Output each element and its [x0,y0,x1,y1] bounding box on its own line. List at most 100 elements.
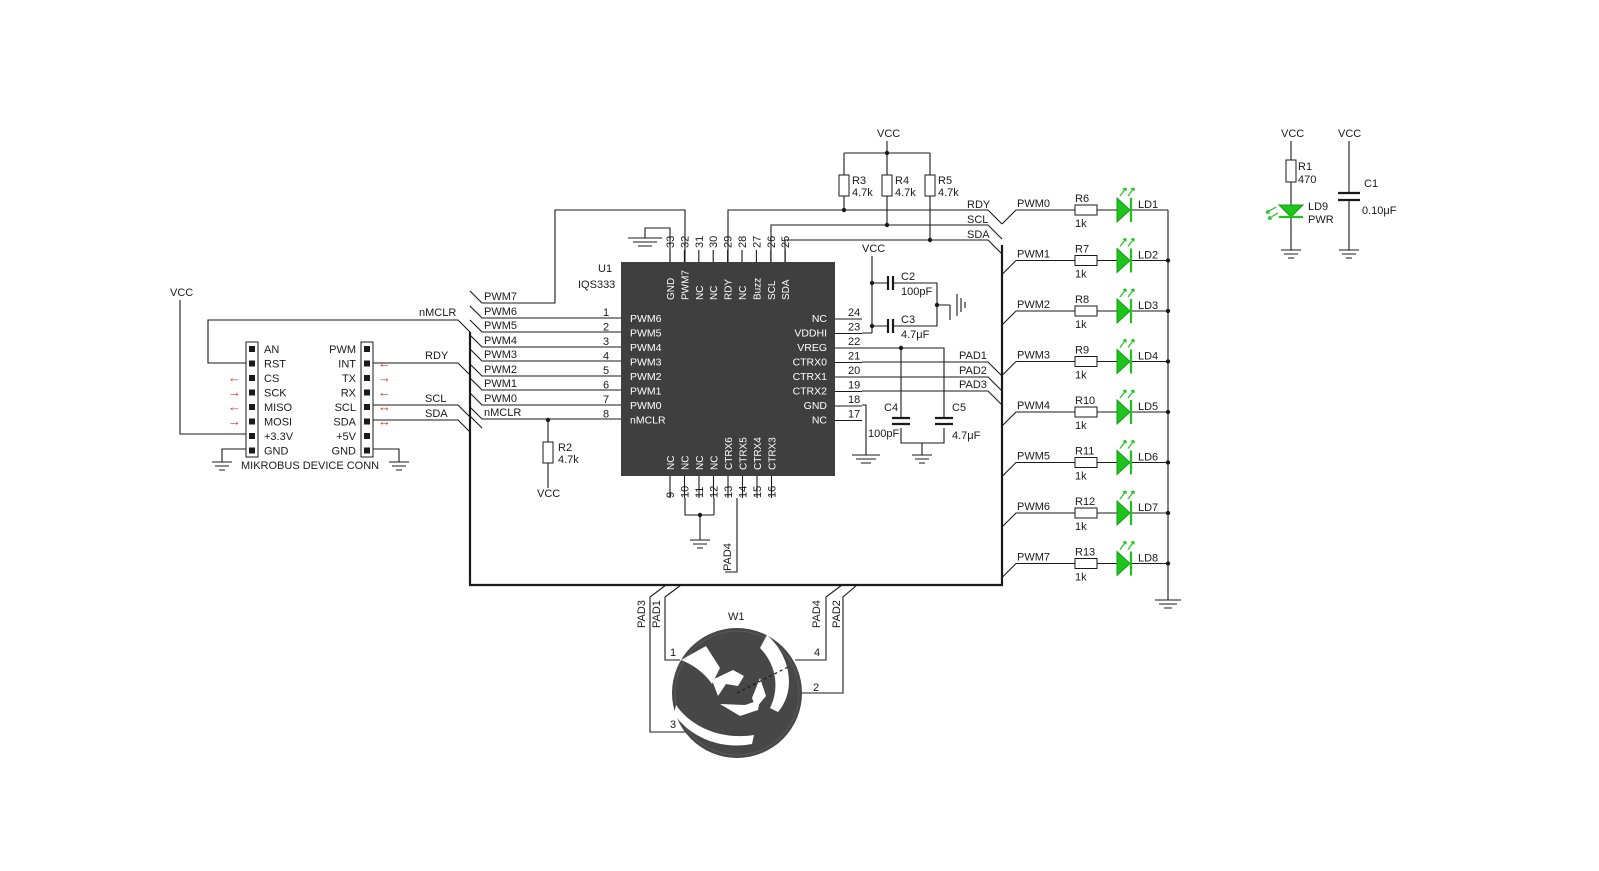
ic-pin-name: PWM2 [630,371,662,383]
ic-pin-number: 17 [848,409,860,421]
ic-pin-name: PWM4 [630,342,662,354]
bus-signal-line [469,319,621,333]
c2-c3-plates [886,276,895,333]
ic-pin-name: PWM7 [680,270,691,300]
led-net-label: PWM5 [1017,451,1050,463]
wheel-pad-segment [720,700,760,716]
ic-pin-name: CTRX3 [768,437,779,470]
led-resistor-body [1074,305,1098,317]
bus-signal-line [469,377,621,391]
pad4-label: PAD4 [722,543,734,571]
wheel-pad2-route [800,584,858,694]
r4-value: 4.7k [895,187,916,199]
left-header [245,341,259,458]
rdy-wire [373,362,471,376]
ic-pin-number: 32 [679,236,691,248]
ic-pin-name: NC [695,456,706,470]
ic-nc-ground [684,498,715,549]
left-pin-label: AN [264,344,279,356]
bus-net-label: nMCLR [484,407,521,419]
mikrobus-connector: VCC nMCLR ANRSTCS←SCK→MISO←MOSI→+3.3VGND… [170,287,483,472]
bus-net-label: PWM1 [484,378,517,390]
r5-body [924,174,936,197]
led-net-label: PWM7 [1017,552,1050,564]
nmclr-net-label: nMCLR [419,307,456,319]
bus-signal-line [469,348,621,362]
ic-pin-name: NC [738,286,749,300]
ic-body [621,262,835,476]
led-net-label: PWM0 [1017,198,1050,210]
bus-outline [468,245,1004,587]
header-pin-square [249,389,255,396]
bus-net-label: PWM4 [484,335,517,347]
led-resistor-ref: R7 [1075,244,1089,256]
led-resistor-value: 1k [1075,319,1087,331]
left-ground-symbol [212,448,246,471]
led-light-rays [1119,187,1135,197]
decoupling-caps: VCC C2 100pF C3 4.7μF C4 100pF C5 4.7μF … [862,243,1003,464]
led-resistor-ref: R11 [1075,446,1094,458]
led-row-wire [1001,259,1168,275]
ic-pin-name: NC [681,456,692,470]
left-pin-label: CS [264,373,279,385]
junction-dot [697,512,703,518]
led-diode-icon [1116,297,1131,325]
ic-pin-name: Buzz [752,278,763,300]
direction-arrow-icon: ← [228,399,241,414]
ic-pin-number: 7 [603,394,609,406]
ic-pin-number: 12 [709,486,721,498]
pad3-net: PAD3 [959,379,987,391]
r4-ref: R4 [895,175,909,187]
led-light-rays [1119,540,1135,550]
header-pin-square [249,360,255,367]
bus-signal-line [469,363,621,377]
ld9-rays [1265,206,1279,220]
wheel-pin-1: 1 [670,647,676,659]
wheel-pad1-route [664,584,682,661]
led-resistor-body [1074,406,1098,418]
led-ref: LD3 [1138,300,1158,312]
ic-pin-name: NC [812,415,828,427]
pad1-net: PAD1 [959,350,987,362]
header-pin-square [364,404,370,410]
led-resistor-value: 1k [1075,471,1087,483]
led-resistor-value: 1k [1075,521,1087,533]
led-ref: LD8 [1138,553,1158,565]
led-diode-icon [1116,398,1131,426]
wheel-pad-segment [681,646,720,684]
ic-pin-number: 2 [603,322,609,334]
pwm7-route [482,209,686,304]
c3-ref: C3 [901,314,915,326]
ic-pin-number: 24 [848,307,860,319]
direction-arrow-icon: ↔ [378,399,391,414]
ic-gnd-top [628,227,671,262]
led-resistor-ref: R9 [1075,345,1089,357]
caps-vcc: VCC [862,243,885,255]
ic-pin-name: PWM6 [630,313,662,325]
wheel-pin-2: 2 [813,682,819,694]
header-pin-square [364,447,370,454]
led-resistor-ref: R10 [1075,395,1095,407]
wheel-pad4-route [795,584,843,661]
ic-pin-number: 23 [848,322,860,334]
led-light-rays [1119,288,1135,298]
ic-pin-number: 10 [680,486,692,498]
ic-pin-name: PWM1 [630,386,662,398]
led-resistor-value: 1k [1075,370,1087,382]
junction-dot [934,302,940,308]
r5-ref: R5 [938,175,952,187]
ic-pin-name: NC [666,456,677,470]
ic-pin-name: CTRX6 [724,437,735,470]
ic-part: IQS333 [578,279,615,291]
led-net-label: PWM4 [1017,400,1050,412]
right-pin-label: TX [342,373,357,385]
bus-net-label: PWM5 [484,320,517,332]
led-common-ground [1155,210,1181,609]
junction-dot [869,280,875,286]
led-ref: LD2 [1138,250,1158,262]
pad2-net: PAD2 [959,365,987,377]
c1-value: 0.10μF [1362,205,1397,217]
led-resistor-value: 1k [1075,218,1087,230]
ic-pin-number: 3 [603,336,609,348]
